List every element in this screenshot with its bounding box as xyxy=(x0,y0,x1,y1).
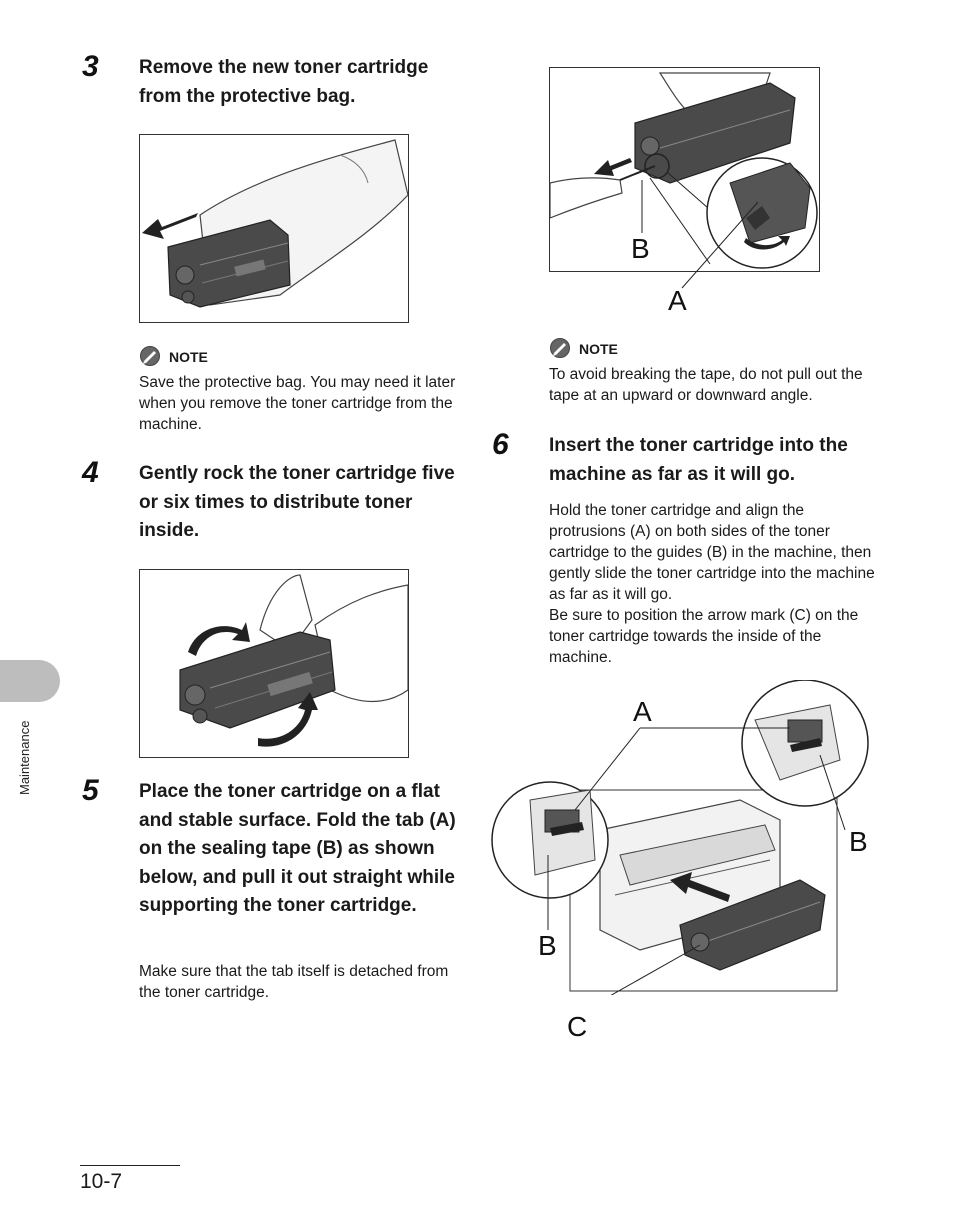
step-6-number: 6 xyxy=(492,428,509,461)
callout-c-insert: C xyxy=(567,1011,588,1042)
callout-b-insert-left: B xyxy=(538,930,557,961)
callout-a-tape: A xyxy=(668,285,687,316)
step-6-body-2: Be sure to position the arrow mark (C) o… xyxy=(549,607,859,666)
note-pencil-icon xyxy=(139,346,161,366)
step-5-body: Make sure that the tab itself is detache… xyxy=(139,963,449,1001)
step-3-number: 3 xyxy=(82,50,99,83)
note-pencil-icon xyxy=(549,338,571,358)
callout-a-leader xyxy=(681,201,759,289)
step-5-title: Place the toner cartridge on a flat and … xyxy=(139,781,456,916)
page-number: 10-7 xyxy=(80,1170,123,1193)
step-4-number: 4 xyxy=(82,456,99,489)
sealing-tape-illustration xyxy=(549,67,820,272)
callout-b-tape: B xyxy=(631,233,650,264)
chapter-tab xyxy=(0,660,60,702)
step-5-number: 5 xyxy=(82,774,99,807)
step-3-title: Remove the new toner cartridge from the … xyxy=(139,57,429,107)
protective-bag-illustration xyxy=(139,134,409,323)
note-bag-text: Save the protective bag. You may need it… xyxy=(139,374,456,433)
note-tape-text: To avoid breaking the tape, do not pull … xyxy=(549,366,863,404)
note-heading: NOTE xyxy=(579,341,618,357)
footer-rule xyxy=(80,1165,180,1166)
step-6-body-1: Hold the toner cartridge and align the p… xyxy=(549,502,875,603)
step-4-title: Gently rock the toner cartridge five or … xyxy=(139,463,455,541)
callout-b-insert-right: B xyxy=(849,826,868,857)
callout-a-insert: A xyxy=(633,696,652,727)
insert-cartridge-illustration xyxy=(490,679,875,1011)
step-6-title: Insert the toner cartridge into the mach… xyxy=(549,435,848,485)
note-heading: NOTE xyxy=(169,349,208,365)
rock-cartridge-illustration xyxy=(139,569,409,758)
chapter-label: Maintenance xyxy=(17,720,32,795)
